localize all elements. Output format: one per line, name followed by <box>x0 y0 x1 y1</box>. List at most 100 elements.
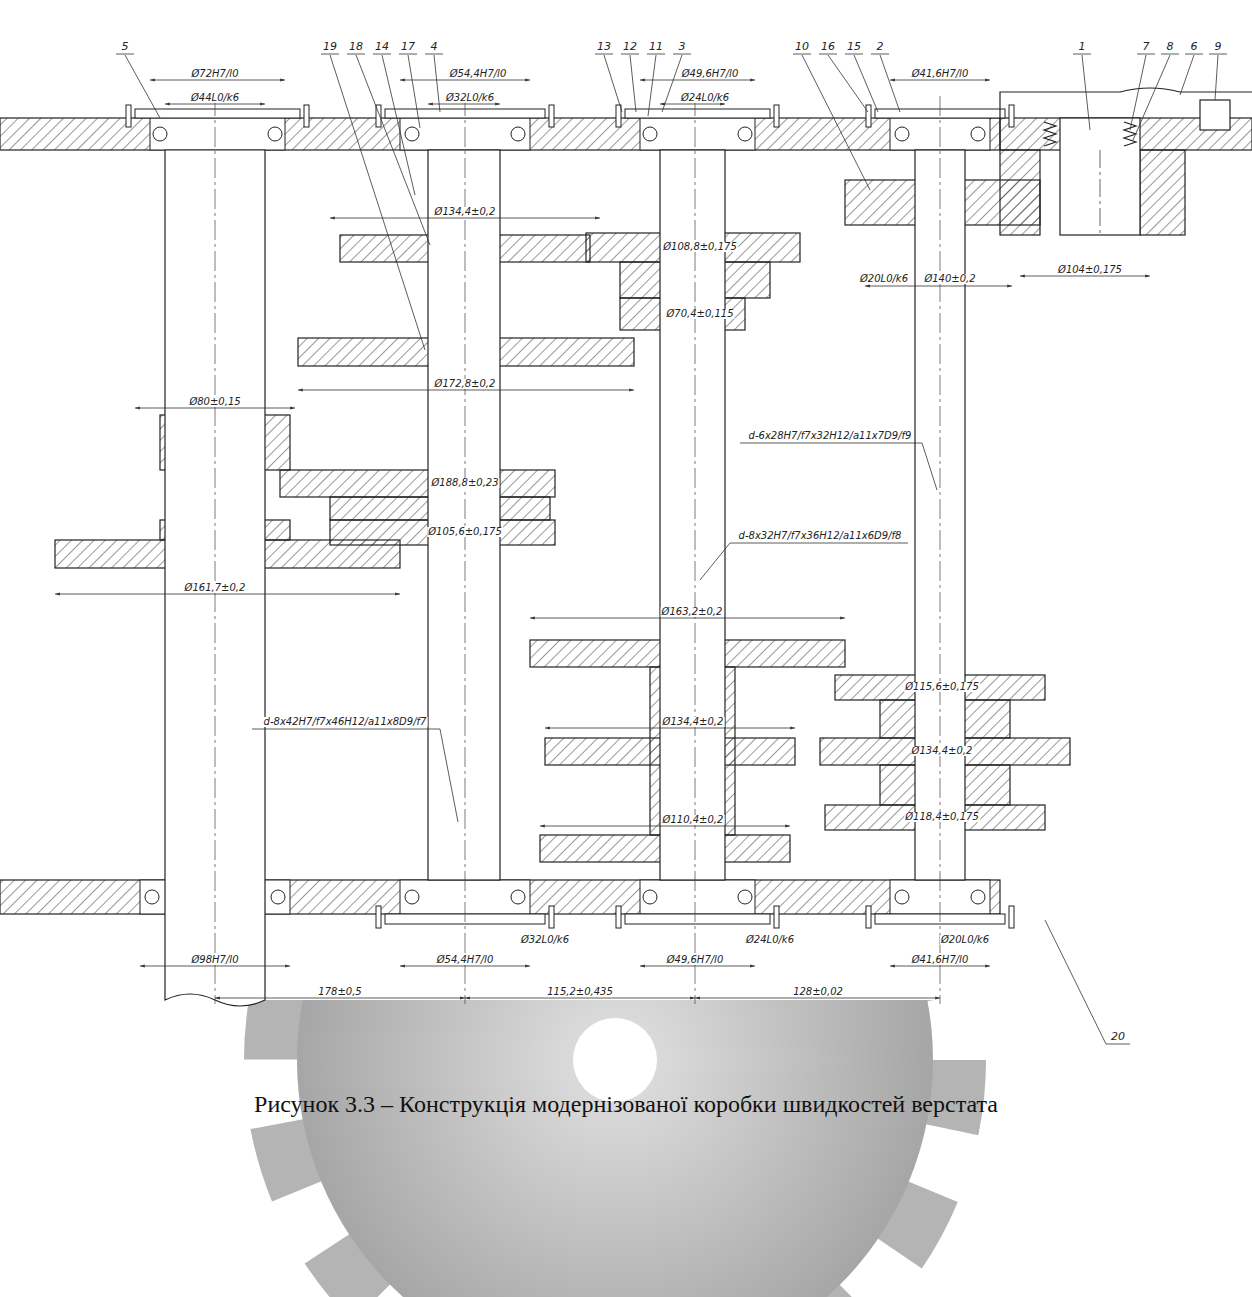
callout-number: 8 <box>1167 41 1174 52</box>
dimension-line <box>55 80 1150 998</box>
dimension-label: Ø140±0,2 <box>923 274 976 284</box>
bearing-cap <box>376 906 381 928</box>
callout-number: 3 <box>679 41 686 52</box>
dimension-label: Ø20L0/k6 <box>859 274 909 284</box>
bearing-cap <box>126 105 131 127</box>
dimension-line <box>400 80 530 81</box>
bearing <box>511 127 525 141</box>
bearing-bore <box>150 118 285 150</box>
leader-line <box>595 54 622 112</box>
leader-line <box>621 54 639 112</box>
dimension-label: Ø54,4H7/l0 <box>436 955 495 965</box>
dimension-label: Ø54,4H7/l0 <box>449 69 508 79</box>
dimension-line <box>298 390 634 391</box>
dimension-line <box>640 80 755 81</box>
callout-number: 4 <box>431 41 438 52</box>
housing-wall <box>0 118 1000 150</box>
leader-line <box>1073 54 1091 130</box>
callout-number: 13 <box>597 41 611 52</box>
dimension-line <box>135 408 295 409</box>
dimension-label: d-8x42H7/f7x46H12/a11x8D9/f7 <box>263 717 428 727</box>
dimension-label: d-8x32H7/f7x36H12/a11x6D9/f8 <box>738 531 903 541</box>
dimension-line <box>1020 276 1150 277</box>
callout-number: 5 <box>122 41 129 52</box>
dimension-line <box>660 104 725 105</box>
callout-number: 12 <box>623 41 637 52</box>
leader-line <box>1133 54 1179 140</box>
bearing-bore <box>140 118 990 914</box>
bearing-cap <box>866 105 871 127</box>
bearing <box>153 127 167 141</box>
dimension-line <box>545 728 795 729</box>
watermark-gear <box>272 1000 958 1297</box>
dimension-label: Ø72H7/l0 <box>191 69 240 79</box>
dimension-label: Ø24L0/k6 <box>680 93 730 103</box>
dimension-line <box>330 218 600 219</box>
dimension-label: Ø134,4±0,2 <box>662 717 725 727</box>
callout-number: 9 <box>1215 41 1222 52</box>
callout-number: 15 <box>847 41 861 52</box>
pulley-assembly <box>1000 88 1252 235</box>
bearing-cap <box>304 105 309 127</box>
watermark-gear <box>297 1000 933 1297</box>
callout-number: 1 <box>1079 41 1086 52</box>
dimension-label: Ø20L0/k6 <box>940 935 990 945</box>
bearing <box>145 890 159 904</box>
bearing-cap <box>774 906 779 928</box>
dimension-label: Ø32L0/k6 <box>445 93 495 103</box>
dimension-label: Ø32L0/k6 <box>520 935 570 945</box>
watermark-gear <box>272 1000 958 1297</box>
gear-section <box>1140 150 1185 235</box>
housing-wall <box>0 880 1000 914</box>
leader-line <box>1180 54 1203 95</box>
center-line <box>695 96 696 1004</box>
bearing <box>405 127 419 141</box>
center-line <box>215 96 216 1004</box>
bearing <box>643 127 657 141</box>
leader-line <box>845 54 878 112</box>
leader-line <box>116 54 160 118</box>
bearing-cap <box>549 906 554 928</box>
bearing-cap <box>866 906 871 928</box>
watermark-gear <box>573 1018 657 1102</box>
dimension-label: Ø105,6±0,175 <box>427 527 503 537</box>
center-line <box>465 96 466 1004</box>
gear-section <box>280 470 555 497</box>
bearing-cap <box>616 105 621 127</box>
bearing-cap <box>549 105 554 127</box>
shaft <box>660 150 725 880</box>
leader-line <box>347 54 430 245</box>
pulley-assembly <box>1200 100 1230 130</box>
dimension-label: Ø24L0/k6 <box>745 935 795 945</box>
dimension-label: 128±0,02 <box>792 987 844 997</box>
leader-line <box>116 54 1227 1044</box>
dimension-line <box>865 286 1012 287</box>
dimension-label: 115,2±0,435 <box>546 987 614 997</box>
dimension-label: Ø49,6H7/l0 <box>666 955 725 965</box>
pulley-assembly <box>1100 150 1101 235</box>
pulley-assembly <box>1124 122 1136 146</box>
dimension-label: d-6x28H7/f7x32H12/a11x7D9/f9 <box>748 431 913 441</box>
leader-line <box>793 54 870 190</box>
leader-line <box>700 543 908 580</box>
callout-number: 10 <box>795 41 809 52</box>
leader-line <box>871 54 900 112</box>
bearing <box>511 890 525 904</box>
shaft <box>1060 118 1140 235</box>
dimension-line <box>400 966 530 967</box>
dimension-line <box>540 826 790 827</box>
dimension-label: Ø188,8±0,23 <box>430 478 499 488</box>
leader-line <box>740 443 937 490</box>
callout-number: 2 <box>877 41 884 52</box>
bearing-cap <box>126 105 1014 928</box>
dimension-label: Ø104±0,175 <box>1057 265 1123 275</box>
callout-number: 19 <box>323 41 337 52</box>
bearing <box>971 127 985 141</box>
callout-number: 17 <box>401 41 415 52</box>
dimension-label: Ø80±0,15 <box>188 397 241 407</box>
dimension-label: Ø98H7/l0 <box>191 955 240 965</box>
dimension-label: Ø115,6±0,175 <box>904 682 980 692</box>
callout-number: 20 <box>1111 1031 1125 1042</box>
dimension-line <box>215 998 465 999</box>
dimension-line <box>165 104 265 105</box>
